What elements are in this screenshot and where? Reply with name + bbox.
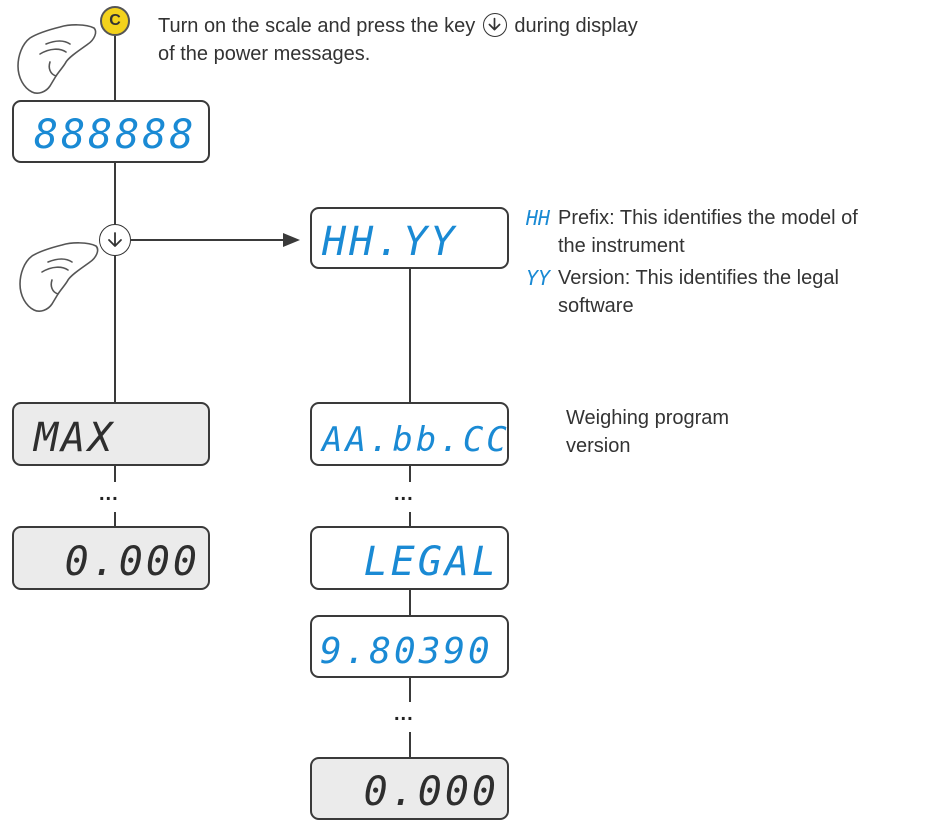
display-startup-text: 888888 bbox=[34, 112, 197, 158]
legend-yy-line1: Version: This identifies the legal bbox=[558, 267, 839, 289]
arrowhead-icon bbox=[283, 233, 300, 247]
display-startup: 888888 bbox=[12, 100, 210, 163]
display-legal-text: LEGAL bbox=[364, 539, 499, 585]
display-zero-left-text: 0.000 bbox=[65, 539, 200, 585]
display-version: HH.YY bbox=[310, 207, 509, 269]
ellipsis-gravity: ... bbox=[394, 703, 414, 725]
legend-hh-line1: Prefix: This identifies the model of bbox=[558, 207, 858, 229]
instruction-text-before-key: Turn on the scale and press the key bbox=[158, 15, 476, 37]
legend-hh-line2: the instrument bbox=[558, 235, 685, 257]
instruction-text-after-key: during display bbox=[514, 15, 638, 37]
legend-yy-code: YY bbox=[526, 266, 551, 290]
c-key-label: C bbox=[109, 12, 121, 29]
c-key-button[interactable]: C bbox=[100, 6, 130, 36]
ellipsis-left: ... bbox=[99, 483, 119, 505]
display-legal: LEGAL bbox=[310, 526, 509, 590]
legend-hh-code: HH bbox=[526, 206, 551, 230]
display-gravity-text: 9.80390 bbox=[320, 631, 493, 672]
program-note-line2: version bbox=[566, 435, 631, 457]
program-version-note: Weighing program version bbox=[566, 404, 866, 460]
instruction-text-line2: of the power messages. bbox=[158, 43, 371, 65]
display-version-text: HH.YY bbox=[321, 219, 457, 265]
program-note-line1: Weighing program bbox=[566, 407, 730, 429]
legend-yy-line2: software bbox=[558, 295, 634, 317]
pointing-hand-icon bbox=[19, 242, 99, 312]
down-arrow-icon bbox=[108, 232, 122, 247]
display-zero-right-text: 0.000 bbox=[364, 769, 499, 815]
display-zero-left: 0.000 bbox=[12, 526, 210, 590]
display-max: MAX bbox=[12, 402, 210, 466]
display-program-text: AA.bb.CC bbox=[320, 420, 509, 460]
down-key-button[interactable] bbox=[99, 224, 131, 256]
display-gravity: 9.80390 bbox=[310, 615, 509, 678]
display-program: AA.bb.CC bbox=[310, 402, 509, 466]
down-key-inline-icon bbox=[482, 13, 507, 37]
display-zero-right: 0.000 bbox=[310, 757, 509, 820]
instruction-text: Turn on the scale and press the key duri… bbox=[158, 12, 748, 68]
ellipsis-program: ... bbox=[394, 483, 414, 505]
legend-yy-text: Version: This identifies the legal softw… bbox=[558, 264, 930, 320]
pointing-hand-icon bbox=[17, 24, 97, 94]
display-max-text: MAX bbox=[32, 415, 115, 461]
legend-hh-text: Prefix: This identifies the model of the… bbox=[558, 204, 930, 260]
